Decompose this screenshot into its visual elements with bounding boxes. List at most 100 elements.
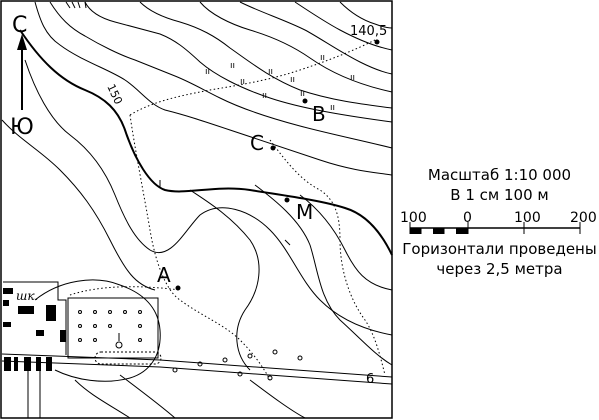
contour-line xyxy=(199,1,393,93)
tree-icon xyxy=(78,324,82,328)
point-m-label: М xyxy=(296,200,313,224)
building xyxy=(3,322,11,327)
fence xyxy=(3,281,67,355)
point-b-marker xyxy=(302,98,308,104)
tree-icon xyxy=(93,338,97,342)
map-points: В С М А xyxy=(157,98,326,291)
building xyxy=(3,288,13,294)
grass-mark: ıı xyxy=(350,73,355,83)
building xyxy=(3,300,9,306)
contour-note-line1: Горизонтали проведены xyxy=(402,240,597,258)
dotted-paths xyxy=(69,39,386,381)
contour-line-150 xyxy=(19,29,393,256)
tree-icon xyxy=(108,310,112,314)
dirt-road xyxy=(69,286,181,296)
contour-line xyxy=(139,1,393,109)
orchard-boundary xyxy=(67,297,159,359)
scale-bar xyxy=(409,222,581,234)
tree-icon xyxy=(237,371,243,377)
contour-line xyxy=(299,194,393,291)
contour-line xyxy=(49,1,393,149)
dirt-road xyxy=(129,39,376,116)
slope-tick xyxy=(77,1,81,9)
school-label: шк. xyxy=(16,289,38,303)
grass-mark: ıı xyxy=(300,89,305,99)
highway: 6 xyxy=(1,353,393,418)
contour-line xyxy=(239,1,393,75)
tree-icon xyxy=(138,324,142,328)
scale-segment xyxy=(410,228,422,234)
contour-line xyxy=(34,1,393,176)
orchard-trees xyxy=(78,310,303,381)
building xyxy=(24,357,31,371)
scale-tick-label: 100 xyxy=(400,210,427,226)
well-icon xyxy=(115,341,123,349)
contour-line xyxy=(1,119,156,291)
building xyxy=(14,357,18,371)
point-a-label: А xyxy=(157,263,171,287)
scale-tick-label: 100 xyxy=(514,210,541,226)
contour-line xyxy=(34,279,161,382)
contour-line xyxy=(24,59,393,336)
tree-icon xyxy=(78,310,82,314)
grass-mark: ıı xyxy=(320,53,325,63)
contour-line xyxy=(254,184,393,366)
dirt-road xyxy=(129,114,271,381)
building xyxy=(18,306,34,314)
tree-icon xyxy=(247,353,253,359)
slope-tick xyxy=(65,1,71,9)
tree-icon xyxy=(108,324,112,328)
building xyxy=(36,357,41,371)
contour-line xyxy=(119,374,176,419)
building xyxy=(46,305,56,321)
grass-mark: ıı xyxy=(262,91,267,101)
contour-note-line2: через 2,5 метра xyxy=(436,260,563,278)
compass: С Ю xyxy=(10,13,34,140)
grass-mark: ıı xyxy=(330,103,335,113)
scale-subtitle: В 1 см 100 м xyxy=(450,186,549,204)
tree-icon xyxy=(197,361,203,367)
grass-mark: ıı xyxy=(205,67,210,77)
road-edge xyxy=(1,360,393,385)
point-a-marker xyxy=(175,285,181,291)
meadow-marks: ıı ıı ıı ıı ıı ıı ıı ıı ıı ıı xyxy=(205,53,355,113)
spot-height-marker xyxy=(374,39,380,45)
scale-title: Масштаб 1:10 000 xyxy=(427,166,572,184)
contour-line xyxy=(189,189,260,371)
tree-icon xyxy=(267,375,273,381)
tree-icon xyxy=(272,349,278,355)
slope-tick xyxy=(284,239,291,246)
contour-line xyxy=(339,1,393,29)
compass-south: Ю xyxy=(10,115,34,140)
tree-icon xyxy=(138,310,142,314)
slope-tick xyxy=(84,1,87,9)
slope-ticks xyxy=(65,1,291,246)
tree-icon xyxy=(222,357,228,363)
tree-icon xyxy=(123,310,127,314)
contour-line xyxy=(84,1,393,123)
scale-segment xyxy=(433,228,445,234)
building xyxy=(4,357,11,371)
building xyxy=(46,357,52,371)
road-edge xyxy=(1,353,393,378)
tree-icon xyxy=(93,324,97,328)
tree-icon xyxy=(78,338,82,342)
road-number: 6 xyxy=(366,372,374,387)
point-m-marker xyxy=(284,197,290,203)
compass-north: С xyxy=(12,13,27,38)
contour-lines xyxy=(1,1,393,419)
tree-icon xyxy=(138,338,142,342)
dirt-road xyxy=(269,139,386,376)
north-arrow-icon xyxy=(17,34,27,50)
building xyxy=(36,330,44,336)
scale-segment xyxy=(456,228,468,234)
point-c-label: С xyxy=(250,131,264,155)
map-border xyxy=(0,0,393,419)
settlement: шк. xyxy=(3,281,303,381)
grass-mark: ıı xyxy=(268,67,273,77)
scale-tick-label: 200 xyxy=(570,210,597,226)
slope-tick xyxy=(71,1,76,9)
tree-icon xyxy=(93,310,97,314)
point-c-marker xyxy=(270,145,276,151)
